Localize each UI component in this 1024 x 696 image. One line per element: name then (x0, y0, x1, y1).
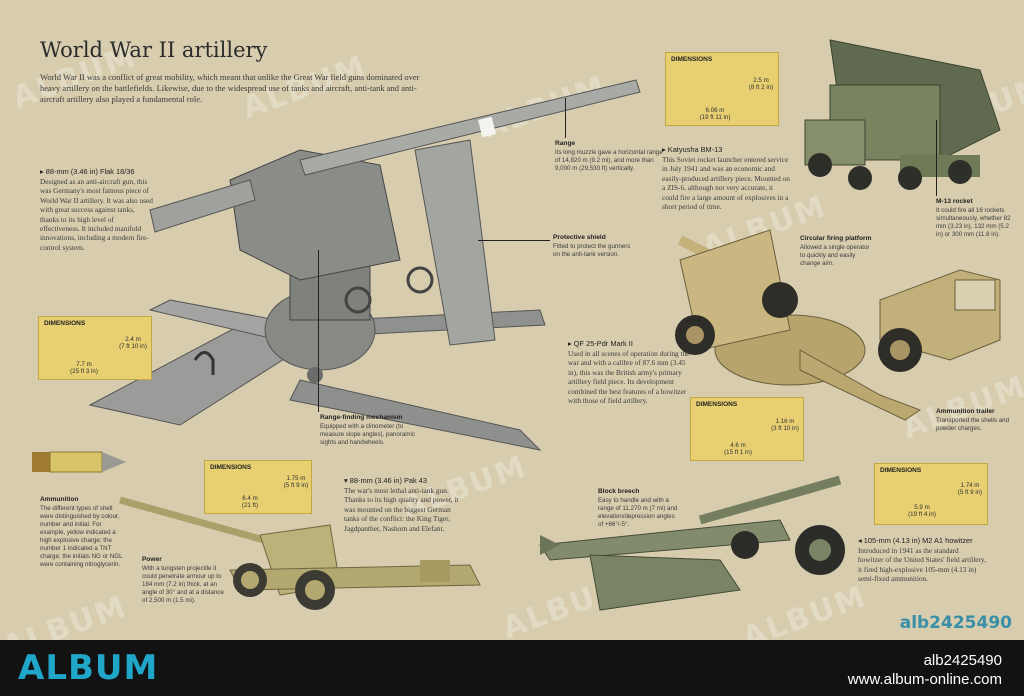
footer-site-link[interactable]: www.album-online.com (847, 671, 1002, 688)
katyusha-description: ▸ Katyusha BM-13 This Soviet rocket laun… (662, 145, 790, 212)
dimension-length: 7.7 m(25 ft 3 in) (70, 361, 98, 375)
footer-bar: ALBUM alb2425490 www.album-online.com (0, 640, 1024, 696)
flak-gun-illustration (88, 79, 641, 451)
illustrations (32, 39, 1001, 611)
shield-heading: Protective shield (553, 234, 606, 241)
rangefinder-heading: Range-finding mechanism (320, 414, 403, 421)
pak43-illustration (119, 496, 481, 610)
platform-heading: Circular firing platform (800, 235, 872, 242)
m2a1-illustration (539, 475, 845, 611)
trailer-illustration (878, 269, 1001, 372)
flak-description: ▸ 88-mm (3.46 in) Flak 18/36 Designed as… (40, 168, 155, 252)
dimensions-label: DIMENSIONS (671, 56, 713, 63)
m2-dimensions-box: DIMENSIONS 1.74 m(5 ft 9 in) 5.9 m(19 ft… (874, 463, 988, 525)
stock-id: alb2425490 (899, 613, 1012, 633)
breech-text: Easy to handle and with a range of 11,27… (598, 497, 678, 528)
pak-description: ▾ 88-mm (3.46 in) Pak 43 The war's most … (344, 477, 462, 533)
flak-heading: ▸ 88-mm (3.46 in) Flak 18/36 (40, 167, 135, 176)
infographic-page: ALBUM ALBUM ALBUM ALBUM ALBUM ALBUM ALBU… (0, 0, 1024, 640)
rangefinder-callout: Range-finding mechanism Equipped with a … (320, 414, 415, 447)
dimensions-label: DIMENSIONS (696, 401, 738, 408)
qf-text: Used in all scenes of operation during t… (568, 349, 690, 406)
dimension-height: 2.5 m(8 ft 2 in) (748, 77, 774, 91)
ammunition-heading: Ammunition (40, 496, 79, 503)
pak-heading: ▾ 88-mm (3.46 in) Pak 43 (344, 476, 427, 485)
dimension-length: 6.06 m(19 ft 11 in) (699, 107, 731, 121)
qf25pdr-illustration (675, 229, 922, 421)
pak-text: The war's most lethal anti-tank gun. Tha… (344, 486, 459, 533)
m2-heading: ◂ 105-mm (4.13 in) M2 A1 howitzer (858, 536, 973, 545)
trailer-heading: Ammunition trailer (936, 408, 995, 415)
dimension-length: 5.9 m(19 ft 4 in) (908, 504, 936, 518)
power-heading: Power (142, 556, 162, 563)
rangefinder-line (318, 250, 319, 412)
shield-line (478, 240, 550, 241)
katyusha-dimensions-box: DIMENSIONS 2.5 m(8 ft 2 in) 6.06 m(19 ft… (665, 52, 779, 126)
m13-text: It could fire all 16 rockets simultaneou… (936, 207, 1011, 238)
power-callout: Power With a tungsten projectile it coul… (142, 556, 227, 605)
ammunition-text: The different types of shell were distin… (40, 505, 123, 568)
platform-callout: Circular firing platform Allowed a singl… (800, 235, 875, 268)
footer-image-id: alb2425490 (923, 652, 1002, 669)
katyusha-heading: ▸ Katyusha BM-13 (662, 145, 723, 154)
dimensions-label: DIMENSIONS (880, 467, 922, 474)
dimension-height: 1.16 m(3 ft 10 in) (771, 418, 799, 432)
dimension-height: 2.4 m(7 ft 10 in) (119, 336, 147, 350)
shell-illustration (32, 451, 126, 473)
pak-dimensions-box: DIMENSIONS 1.75 m(5 ft 9 in) 6.4 m(21 ft… (204, 460, 312, 514)
dimensions-label: DIMENSIONS (44, 320, 86, 327)
breech-callout: Block breech Easy to handle and with a r… (598, 488, 678, 529)
m13-callout: M-13 rocket It could fire all 16 rockets… (936, 198, 1016, 239)
shield-callout: Protective shield Fitted to protect the … (553, 234, 633, 259)
album-logo[interactable]: ALBUM (18, 648, 159, 688)
dimension-length: 4.6 m(15 ft 1 in) (724, 442, 752, 456)
intro-text: World War II was a conflict of great mob… (40, 72, 420, 104)
dimensions-label: DIMENSIONS (210, 464, 252, 471)
trailer-callout: Ammunition trailer Transported the shell… (936, 408, 1018, 433)
dimension-length: 6.4 m(21 ft) (241, 495, 259, 509)
power-text: With a tungsten projectile it could pene… (142, 565, 224, 604)
dimension-height: 1.75 m(5 ft 9 in) (283, 475, 309, 489)
platform-text: Allowed a single operator to quickly and… (800, 244, 870, 267)
shield-text: Fitted to protect the gunners on the ant… (553, 243, 631, 258)
qf-dimensions-box: DIMENSIONS 1.16 m(3 ft 10 in) 4.6 m(15 f… (690, 397, 804, 461)
qf-description: ▸ QF 25-Pdr Mark II Used in all scenes o… (568, 339, 693, 406)
qf-heading: ▸ QF 25-Pdr Mark II (568, 339, 633, 348)
trailer-text: Transported the shells and powder charge… (936, 417, 1010, 432)
breech-heading: Block breech (598, 488, 640, 495)
range-text: Its long muzzle gave a horizontal range … (555, 149, 663, 172)
ammunition-callout: Ammunition The different types of shell … (40, 496, 125, 569)
m2-text: Introduced in 1941 as the standard howit… (858, 546, 986, 584)
katyusha-illustration (804, 39, 1001, 190)
flak-dimensions-box: DIMENSIONS 2.4 m(7 ft 10 in) 7.7 m(25 ft… (38, 316, 152, 380)
katyusha-text: This Soviet rocket launcher entered serv… (662, 155, 790, 212)
range-callout: Range Its long muzzle gave a horizontal … (555, 140, 665, 173)
dimension-height: 1.74 m(5 ft 9 in) (957, 482, 983, 496)
range-heading: Range (555, 140, 576, 147)
page-title: World War II artillery (40, 38, 268, 62)
m13-line (936, 120, 937, 196)
flak-text: Designed as an anti-aircraft gun, this w… (40, 177, 153, 252)
m13-heading: M-13 rocket (936, 198, 973, 205)
m2-description: ◂ 105-mm (4.13 in) M2 A1 howitzer Introd… (858, 537, 986, 584)
rangefinder-text: Equipped with a clinometer (to measure s… (320, 423, 415, 446)
range-line (565, 98, 566, 138)
